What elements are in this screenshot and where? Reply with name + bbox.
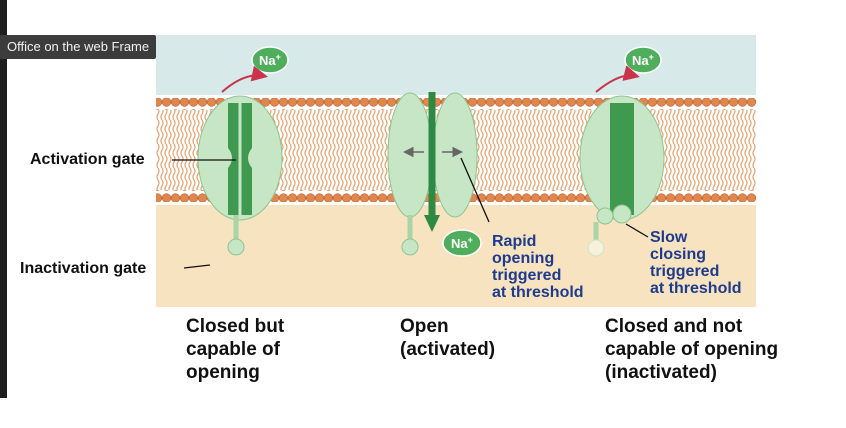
state-label-open: Open (activated) xyxy=(400,316,495,360)
channel-open xyxy=(387,92,478,256)
label-text: Closed and not xyxy=(605,316,743,337)
label-text: triggered xyxy=(650,263,719,280)
label-text: at threshold xyxy=(492,284,584,301)
inactivation-gate-pointer xyxy=(183,264,211,269)
label-text: triggered xyxy=(492,267,561,284)
state-label-closed: Closed but capable of opening xyxy=(186,316,285,383)
flow-arrow-3 xyxy=(595,65,640,93)
label-text: at threshold xyxy=(650,280,742,297)
extracellular-region xyxy=(156,35,756,95)
label-text: opening xyxy=(492,250,554,267)
label-text: (activated) xyxy=(400,339,495,360)
rapid-note: Rapid opening triggered at threshold xyxy=(492,233,584,301)
label-text: closing xyxy=(650,246,706,263)
label-text: Rapid xyxy=(492,233,536,250)
label-text: opening xyxy=(186,362,260,383)
frame-left-border xyxy=(0,0,7,398)
rapid-pointer xyxy=(460,157,490,223)
label-text: Open xyxy=(400,316,449,337)
channel-inactivated xyxy=(579,95,665,257)
state-label-inactivated: Closed and not capable of opening (inact… xyxy=(605,316,778,383)
na-ion-2: Na+ xyxy=(442,229,482,257)
na-ion-label: Na+ xyxy=(259,52,281,68)
frame-title-tab: Office on the web Frame xyxy=(0,35,157,59)
activation-gate-label: Activation gate xyxy=(30,151,145,168)
label-text: Closed but xyxy=(186,316,285,337)
na-ion-label: Na+ xyxy=(632,52,654,68)
label-text: Slow xyxy=(650,229,688,246)
inactivation-gate-label: Inactivation gate xyxy=(20,260,146,277)
na-ion-label: Na+ xyxy=(451,235,473,251)
channel-closed xyxy=(197,95,283,256)
label-text: (inactivated) xyxy=(605,362,717,383)
flow-arrow-1 xyxy=(221,65,268,93)
label-text: capable of xyxy=(186,339,281,360)
slow-pointer xyxy=(625,223,649,238)
slow-note: Slow closing triggered at threshold xyxy=(650,229,742,297)
na-ion-3: Na+ xyxy=(624,46,662,74)
na-ion-1: Na+ xyxy=(251,46,289,74)
label-text: capable of opening xyxy=(605,339,778,360)
